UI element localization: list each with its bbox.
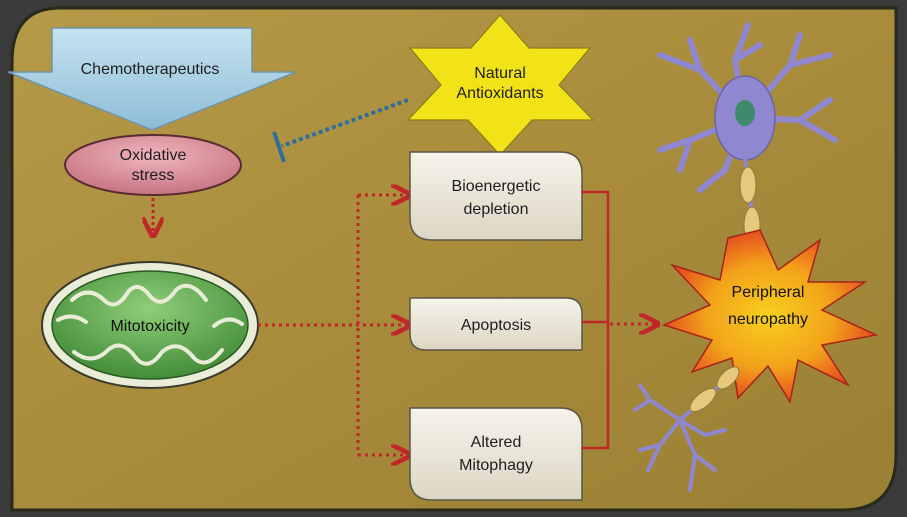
chemotherapeutics-arrow (7, 27, 297, 131)
bioenergetic-label-line2: depletion (464, 201, 529, 218)
antioxidants-label-line1: Natural (474, 65, 526, 82)
bioenergetic-depletion-box (409, 151, 583, 241)
nucleus-icon (735, 100, 755, 126)
panel-background (10, 6, 898, 512)
inhibition-line (281, 98, 409, 148)
antioxidants-label-line2: Antioxidants (456, 85, 543, 102)
myelin-sheath-lower (689, 366, 740, 413)
mitophagy-label-line2: Mitophagy (459, 457, 533, 474)
neuron-terminal (633, 383, 727, 492)
neuron-upper (657, 22, 838, 193)
altered-mitophagy-box (409, 407, 583, 501)
oxidative-stress-label-line1: Oxidative (120, 147, 187, 164)
mitotoxicity-label: Mitotoxicity (110, 318, 189, 335)
mitophagy-label-line1: Altered (471, 434, 522, 451)
mitochondrion-cristae (56, 283, 244, 366)
bioenergetic-label-line1: Bioenergetic (452, 178, 541, 195)
apoptosis-box (409, 297, 583, 351)
neuropathy-label-line1: Peripheral (732, 284, 805, 301)
oxidative-stress-label-line2: stress (132, 167, 175, 184)
chemotherapeutics-label: Chemotherapeutics (81, 61, 220, 78)
apoptosis-label: Apoptosis (461, 317, 531, 334)
outcomes-bracket (582, 190, 610, 450)
oxidative-stress-node (64, 134, 242, 196)
inhibition-bar (272, 131, 286, 163)
neuropathy-label-line2: neuropathy (728, 311, 808, 328)
peripheral-neuropathy-burst (661, 229, 879, 405)
